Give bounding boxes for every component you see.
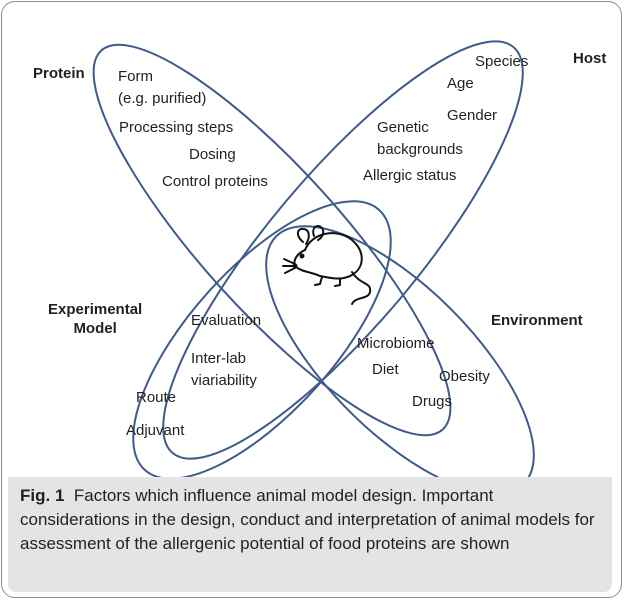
protein-item-form-note: (e.g. purified) [118, 90, 207, 107]
host-item-genetic-line2: backgrounds [377, 141, 463, 158]
category-protein: Protein [33, 65, 85, 82]
mouse-icon [282, 225, 372, 305]
protein-ellipse [92, 43, 452, 437]
category-experimental-model-line1: Experimental [48, 301, 143, 318]
category-host: Host [573, 50, 607, 67]
host-item-gender: Gender [447, 107, 498, 124]
host-item-species: Species [475, 53, 529, 70]
protein-item-form: Form [118, 68, 153, 85]
caption-fig-label: Fig. 1 [20, 486, 65, 505]
model-item-interlab-line1: Inter-lab [191, 350, 247, 367]
host-ellipse [162, 40, 524, 460]
category-experimental-model-line2: Model [73, 320, 117, 337]
host-item-age: Age [447, 75, 474, 92]
protein-item-control: Control proteins [162, 173, 268, 190]
environment-item-diet: Diet [372, 361, 399, 378]
protein-item-processing: Processing steps [119, 119, 234, 136]
model-item-adjuvant: Adjuvant [126, 422, 185, 439]
environment-item-microbiome: Microbiome [357, 335, 435, 352]
category-environment: Environment [491, 312, 583, 329]
host-item-genetic-line1: Genetic [377, 119, 429, 136]
category-experimental-model: Experimental Model [48, 300, 142, 338]
environment-item-drugs: Drugs [412, 393, 453, 410]
host-item-allergic: Allergic status [363, 167, 457, 184]
model-item-route: Route [136, 389, 177, 406]
caption-background [8, 477, 612, 592]
model-item-interlab-line2: viariability [191, 372, 257, 389]
environment-item-obesity: Obesity [439, 368, 490, 385]
figure-caption: Fig. 1 Factors which influence animal mo… [20, 484, 600, 556]
protein-item-dosing: Dosing [189, 146, 236, 163]
caption-text: Factors which influence animal model des… [20, 486, 595, 553]
model-item-evaluation: Evaluation [191, 312, 262, 329]
experimental-model-ellipse [132, 200, 392, 480]
